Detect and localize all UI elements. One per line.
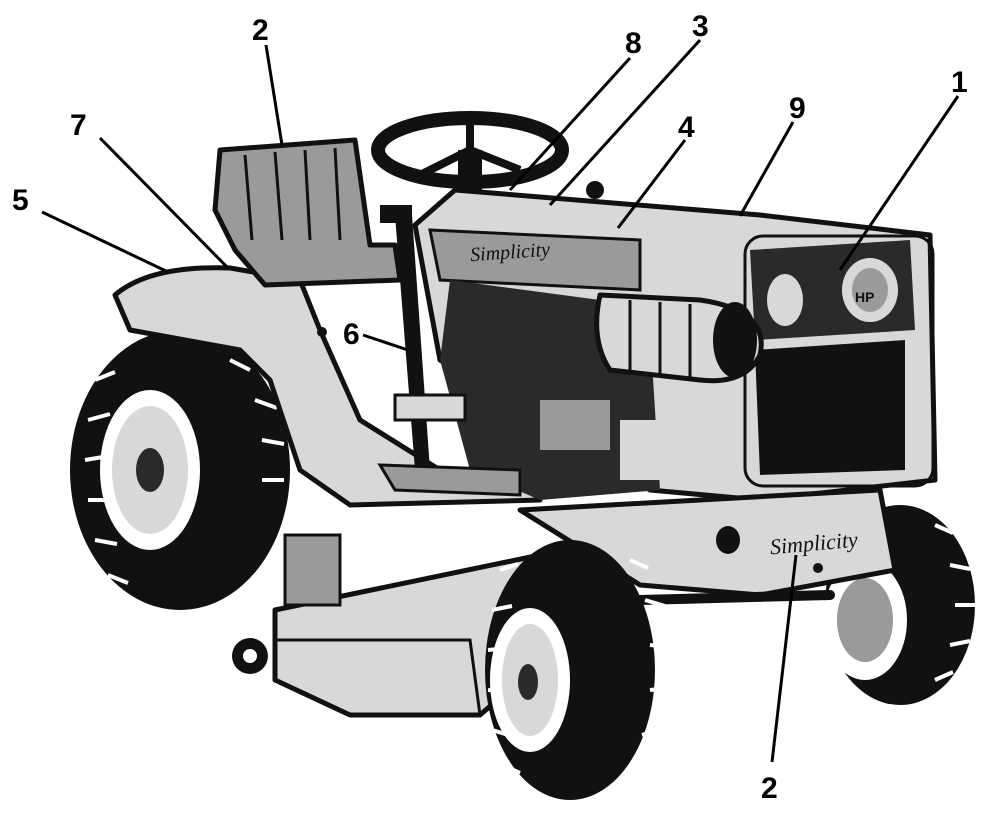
- leader-5: [41, 210, 169, 274]
- leader-2-emblem: [770, 554, 798, 763]
- rear-fender: [112, 265, 543, 508]
- lift-lever: [377, 205, 522, 497]
- leader-7: [98, 136, 230, 270]
- grille: [743, 234, 935, 488]
- leader-8: [508, 56, 632, 192]
- front-left-tire: [485, 540, 671, 800]
- leader-1: [838, 95, 960, 271]
- steering-wheel: [371, 111, 569, 195]
- callout-labels: 2 7 5 6 8 3 4 9 1 2: [12, 10, 968, 805]
- leader-6: [362, 333, 409, 352]
- callout-5: 5: [12, 184, 29, 217]
- leader-2-seat: [264, 44, 284, 146]
- leader-9: [738, 121, 795, 217]
- rear-left-tire: [70, 330, 290, 610]
- leader-4: [616, 139, 687, 229]
- hp-decal: HP: [855, 289, 874, 305]
- seat: [212, 137, 403, 288]
- callout-2-top: 2: [252, 14, 269, 47]
- callout-7: 7: [70, 109, 87, 142]
- callout-2-bottom: 2: [761, 772, 778, 805]
- callout-8: 8: [625, 27, 642, 60]
- leader-3: [548, 38, 702, 207]
- callout-4: 4: [678, 111, 695, 144]
- leader-lines: [41, 38, 960, 763]
- callout-3: 3: [692, 10, 709, 43]
- callout-6: 6: [343, 318, 360, 351]
- callout-1: 1: [951, 66, 968, 99]
- callout-9: 9: [789, 92, 806, 125]
- engine: [440, 280, 764, 500]
